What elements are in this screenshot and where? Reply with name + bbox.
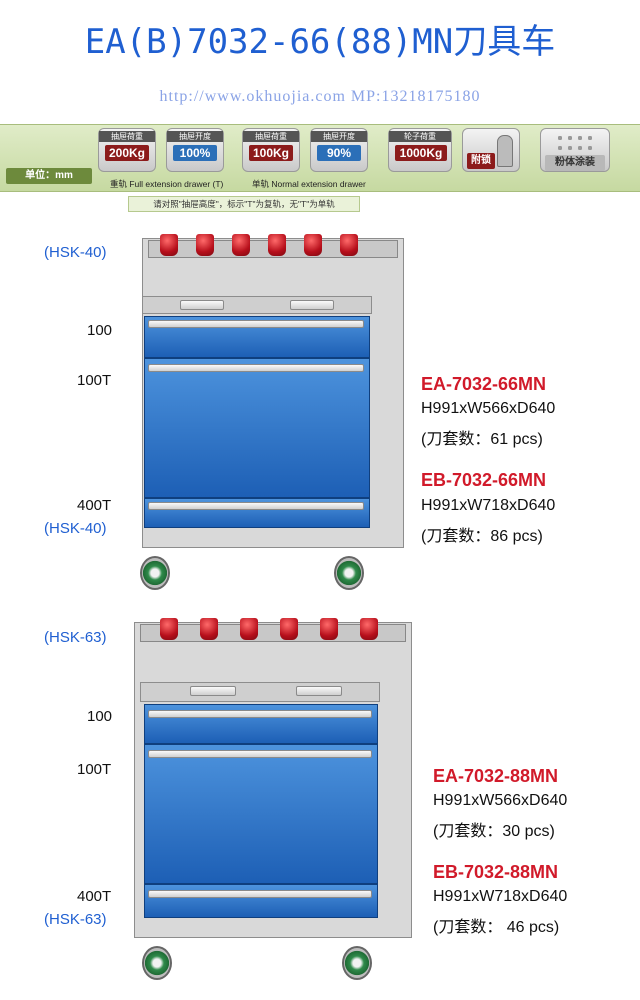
drawer-height-label: 100T — [77, 372, 112, 389]
model-tool-count: (刀套数：30 pcs) — [433, 823, 555, 840]
key-icon — [497, 135, 513, 167]
model-name: EB-7032-88MN — [433, 862, 559, 882]
unit-label: 单位：mm — [6, 168, 92, 184]
caption-full-extension: 重轨 Full extension drawer (T) — [110, 179, 224, 189]
lock-badge: 附锁 — [462, 128, 520, 172]
hsk-label-bottom: (HSK-40) — [44, 520, 107, 537]
model-tool-count: (刀套数：61 pcs) — [421, 431, 543, 448]
model-name: EB-7032-66MN — [421, 470, 547, 490]
drawer-load-badge-full: 抽屉荷重 200Kg — [98, 128, 156, 172]
model-tool-count: (刀套数：86 pcs) — [421, 528, 543, 545]
model-dimensions: H991xW566xD640 — [433, 792, 568, 809]
page-title: EA(B)7032-66(88)MN刀具车 — [84, 22, 556, 62]
wheel-load-badge: 轮子荷重 1000Kg — [388, 128, 452, 172]
rail-note: 请对照"抽屉高度"，标示"T"为复轨，无"T"为单轨 — [128, 196, 360, 212]
model-dimensions: H991xW718xD640 — [433, 888, 568, 905]
drawer-height-label: 100 — [87, 708, 113, 725]
hsk-label-top: (HSK-63) — [44, 629, 107, 646]
drawer-height-label: 400T — [77, 497, 112, 514]
hsk-label-top: (HSK-40) — [44, 244, 107, 261]
drawer-extension-badge-normal: 抽屉开度 90% — [310, 128, 368, 172]
model-tool-count: (刀套数： 46 pcs) — [433, 919, 560, 936]
dots-icon — [555, 133, 595, 153]
drawer-load-badge-normal: 抽屉荷重 100Kg — [242, 128, 300, 172]
drawer-extension-badge-full: 抽屉开度 100% — [166, 128, 224, 172]
hsk-label-bottom: (HSK-63) — [44, 911, 107, 928]
drawer-height-label: 100 — [87, 322, 113, 339]
model-name: EA-7032-66MN — [421, 374, 547, 394]
drawer-height-label: 100T — [77, 761, 112, 778]
model-name: EA-7032-88MN — [433, 766, 559, 786]
model-dimensions: H991xW718xD640 — [421, 497, 556, 514]
model-dimensions: H991xW566xD640 — [421, 400, 556, 417]
caption-normal-extension: 单轨 Normal extension drawer — [252, 179, 366, 189]
powder-coating-badge: 粉体涂装 — [540, 128, 610, 172]
contact-url[interactable]: http://www.okhuojia.com MP:13218175180 — [159, 88, 481, 105]
drawer-height-label: 400T — [77, 888, 112, 905]
